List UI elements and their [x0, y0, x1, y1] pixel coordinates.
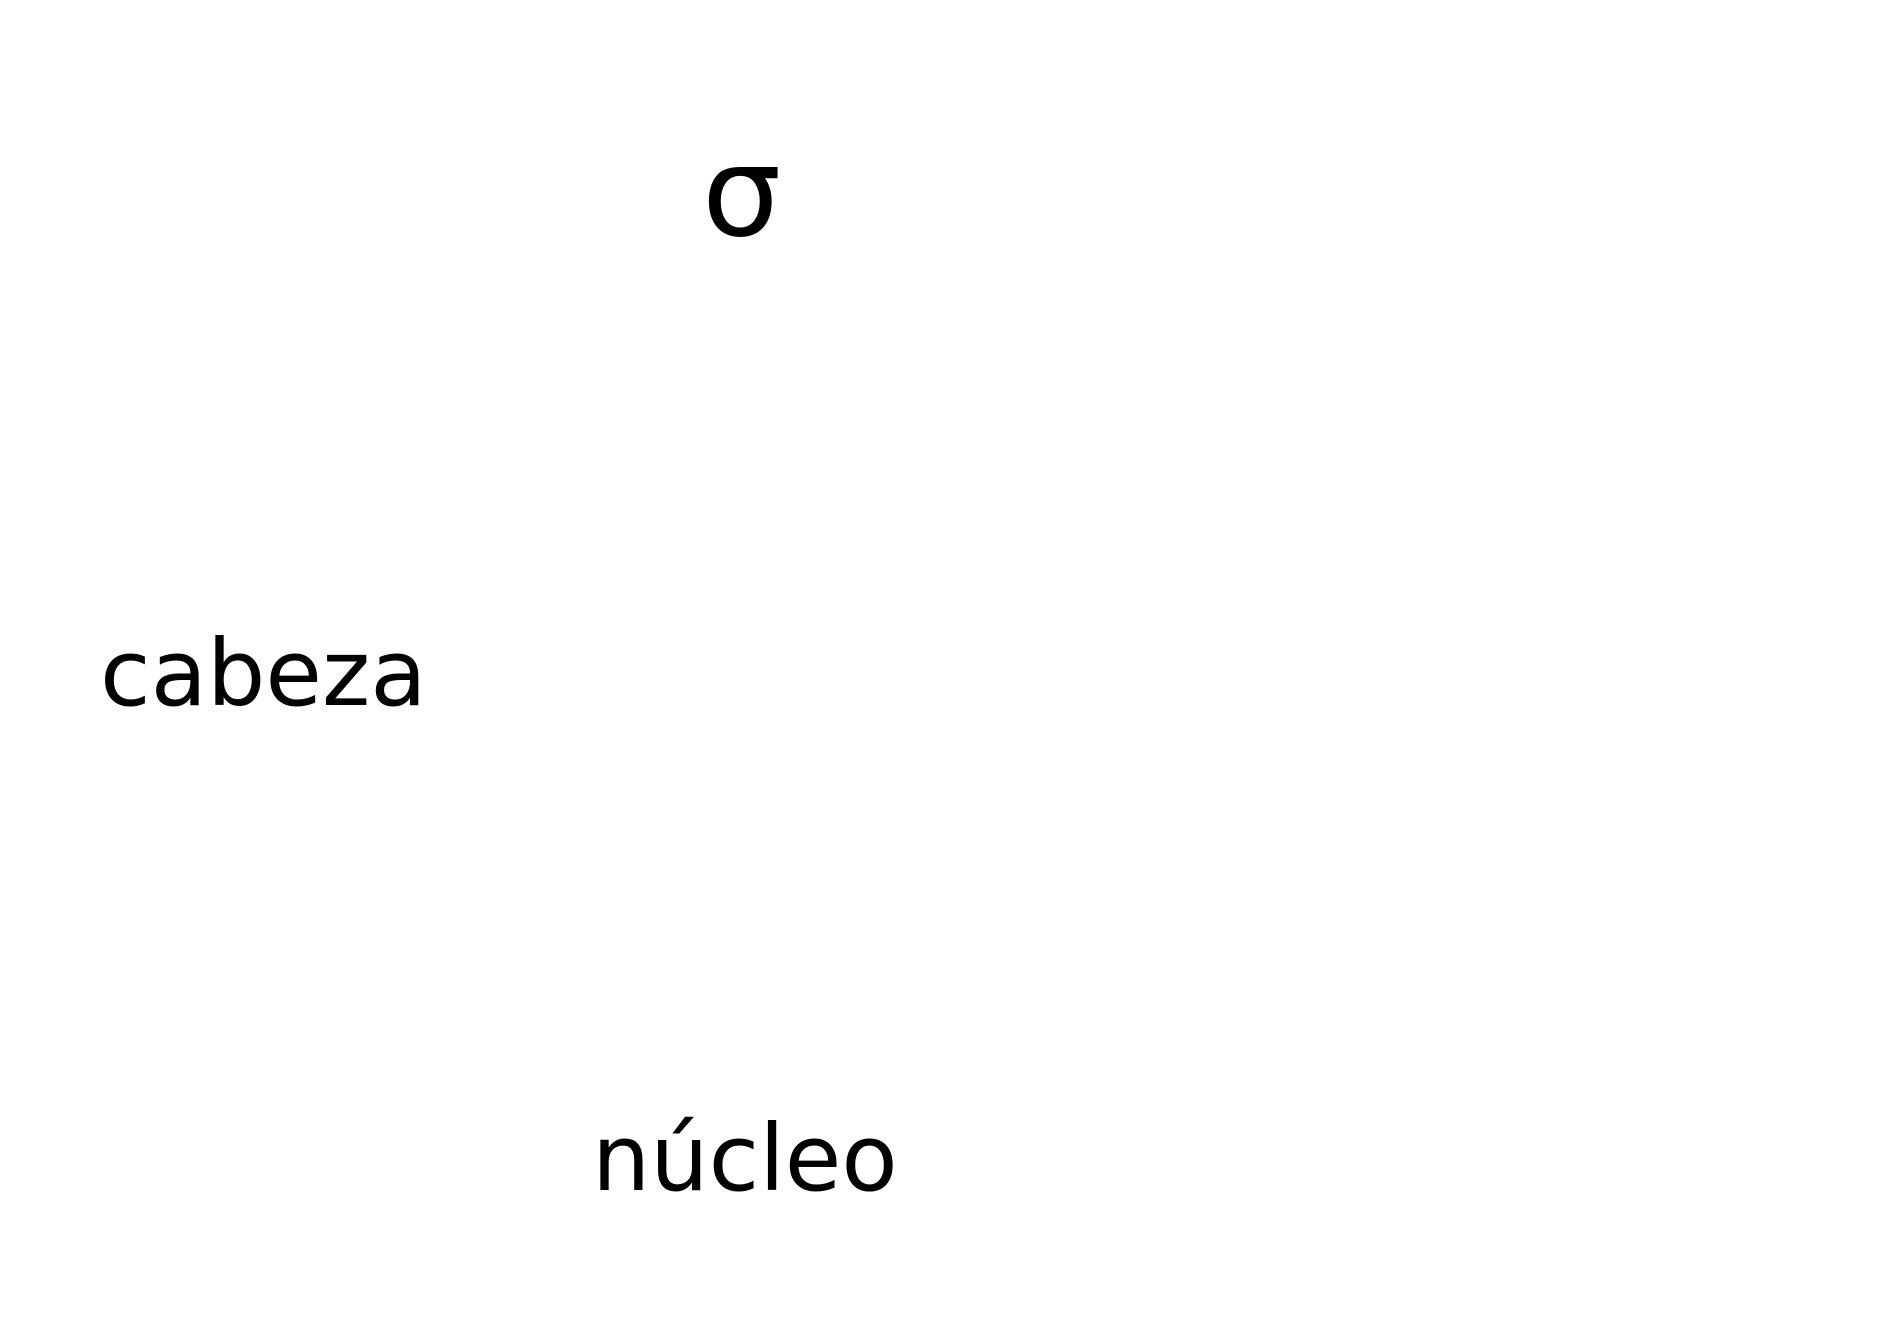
node-cabeza: cabeza — [100, 620, 427, 727]
syllable-root-sigma: σ — [702, 120, 782, 265]
node-nucleo: núcleo — [592, 1105, 898, 1212]
